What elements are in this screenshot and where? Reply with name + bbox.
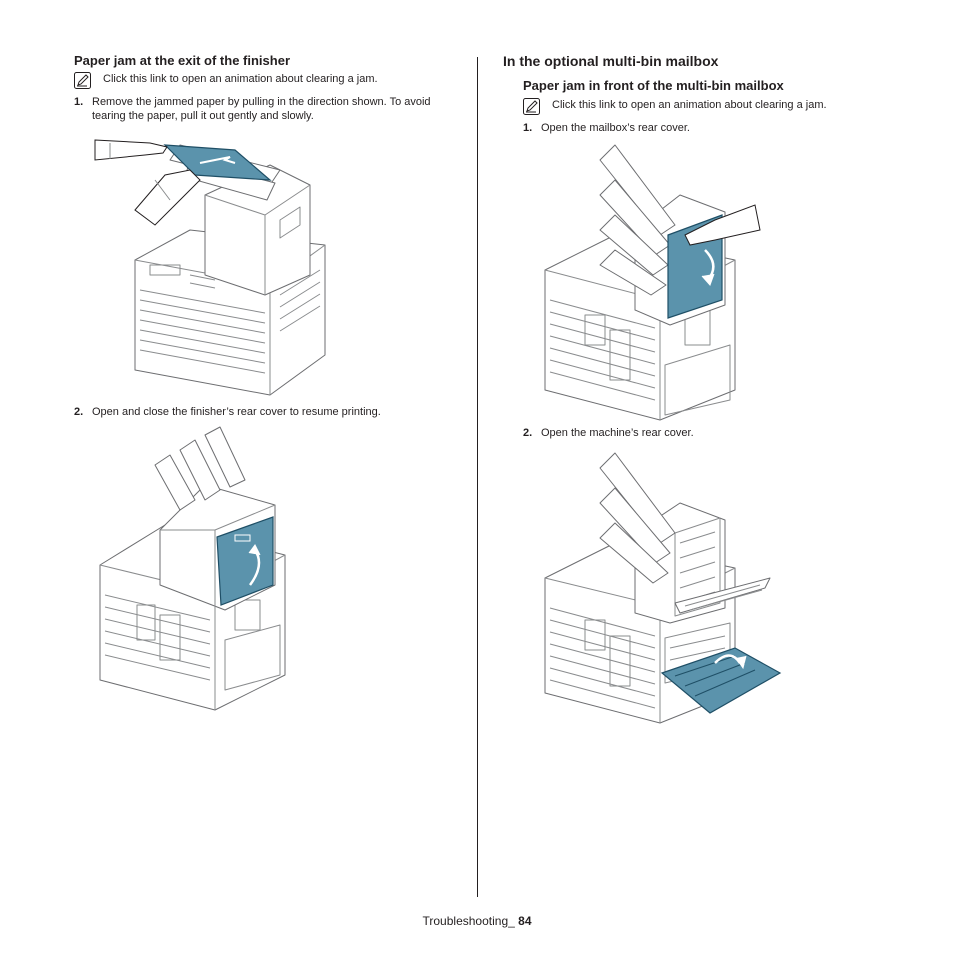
step-item: 2. Open the machine’s rear cover.: [523, 426, 903, 440]
illustration-finisher-rear-cover: [99, 426, 286, 711]
step-text: Open the machine’s rear cover.: [541, 427, 694, 439]
step-number: 2.: [523, 427, 533, 439]
animation-link-text[interactable]: Click this link to open an animation abo…: [552, 99, 827, 111]
step-item: 1. Remove the jammed paper by pulling in…: [74, 95, 434, 123]
note-pencil-icon[interactable]: [74, 72, 91, 89]
column-divider: [477, 57, 478, 897]
subheading-multi-bin-front: Paper jam in front of the multi-bin mail…: [523, 78, 784, 93]
page-number: 84: [518, 914, 532, 928]
step-item: 1. Open the mailbox’s rear cover.: [523, 121, 903, 135]
illustration-machine-rear-cover: [544, 452, 782, 724]
section-heading-finisher-exit: Paper jam at the exit of the finisher: [74, 53, 290, 68]
animation-note[interactable]: Click this link to open an animation abo…: [523, 98, 827, 115]
footer-section-label: Troubleshooting_: [422, 914, 515, 928]
animation-link-text[interactable]: Click this link to open an animation abo…: [103, 73, 378, 85]
step-text: Open the mailbox’s rear cover.: [541, 122, 690, 134]
step-text: Open and close the finisher’s rear cover…: [92, 406, 381, 418]
step-number: 1.: [523, 122, 533, 134]
step-item: 2. Open and close the finisher’s rear co…: [74, 405, 454, 419]
step-number: 1.: [74, 96, 84, 108]
step-number: 2.: [74, 406, 84, 418]
page-footer: Troubleshooting_ 84: [0, 914, 954, 928]
animation-note[interactable]: Click this link to open an animation abo…: [74, 72, 378, 89]
note-pencil-icon[interactable]: [523, 98, 540, 115]
illustration-remove-paper-finisher: [94, 139, 326, 396]
section-heading-multi-bin: In the optional multi-bin mailbox: [503, 53, 719, 69]
step-text: Remove the jammed paper by pulling in th…: [92, 96, 431, 122]
illustration-mailbox-rear-cover: [544, 144, 761, 421]
